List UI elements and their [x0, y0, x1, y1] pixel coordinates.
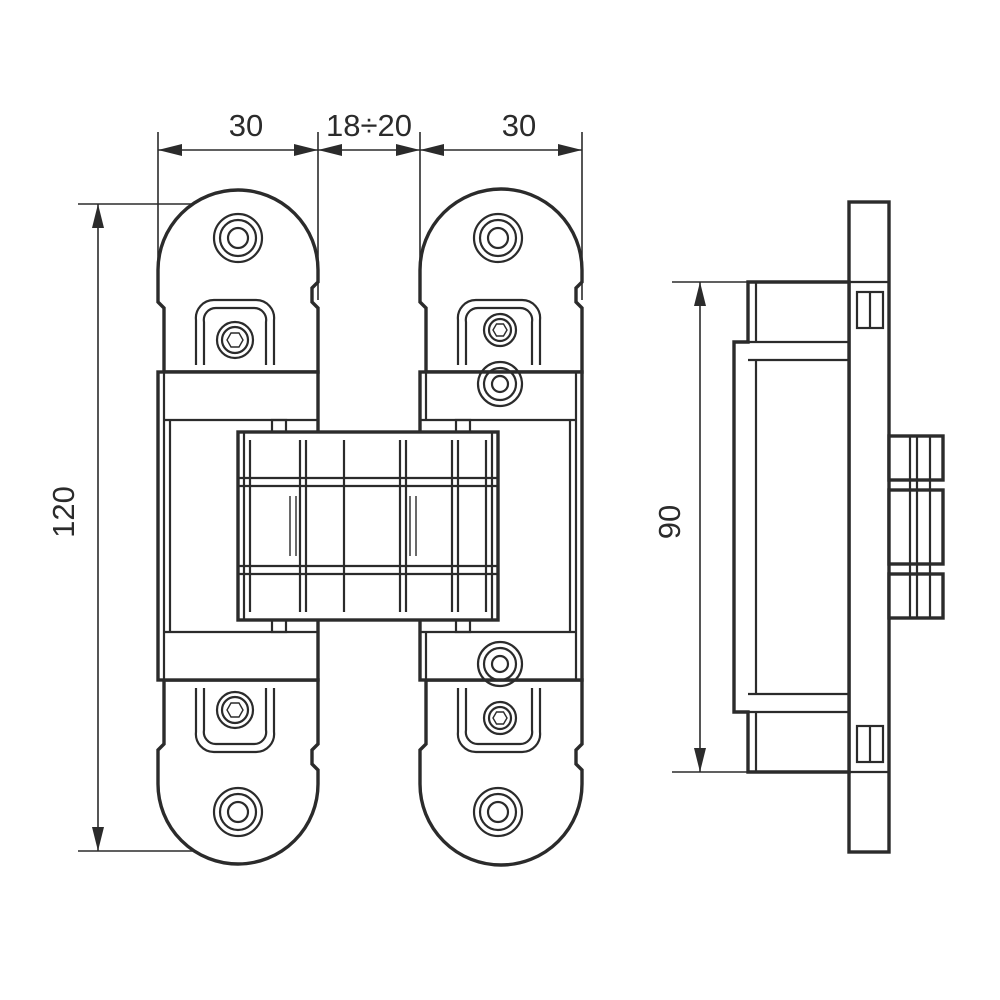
- right-upper-hex-screw-icon: [482, 312, 518, 348]
- right-lower-hex-screw-icon: [482, 700, 518, 736]
- left-lower-hex-screw-icon: [215, 690, 255, 730]
- left-bottom-screw-icon: [212, 786, 264, 838]
- left-top-screw-icon: [212, 212, 264, 264]
- right-upper-adjust-screw-icon: [476, 360, 524, 408]
- hinge-side-view: [732, 200, 945, 854]
- right-bottom-screw-icon: [472, 786, 524, 838]
- right-lower-adjust-screw-icon: [476, 640, 524, 688]
- central-hinge-mechanism: [236, 418, 500, 634]
- dimension-right-leaf-width: 30: [502, 108, 536, 143]
- dimension-overall-height: 120: [46, 486, 81, 538]
- dimension-left-leaf-width: 30: [229, 108, 263, 143]
- dimension-lines: [78, 132, 760, 852]
- dimension-gap-width: 18÷20: [326, 108, 412, 143]
- dimension-side-height: 90: [652, 505, 687, 539]
- left-upper-hex-screw-icon: [215, 320, 255, 360]
- left-hinge-leaf: [156, 188, 320, 866]
- right-top-screw-icon: [472, 212, 524, 264]
